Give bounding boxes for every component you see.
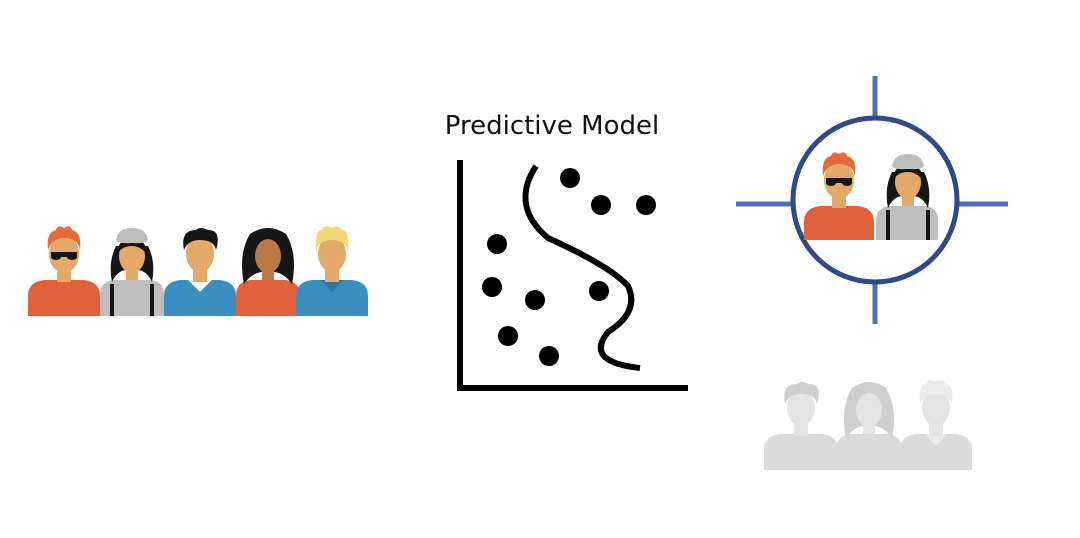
decision-boundary xyxy=(522,164,641,371)
target-ring xyxy=(790,115,960,285)
data-point xyxy=(539,346,559,366)
data-point xyxy=(636,195,656,215)
data-point xyxy=(487,234,507,254)
plot-axes xyxy=(457,160,688,391)
person-icon xyxy=(876,154,938,240)
not-targeted-people xyxy=(764,380,972,470)
person-icon xyxy=(236,228,300,316)
person-icon xyxy=(28,226,100,316)
person-icon xyxy=(804,152,874,240)
targeted-people xyxy=(804,152,938,240)
data-point xyxy=(482,277,502,297)
population-group xyxy=(28,226,368,316)
person-icon xyxy=(164,228,236,316)
data-point xyxy=(591,195,611,215)
person-icon xyxy=(764,382,838,470)
data-point xyxy=(525,290,545,310)
data-point xyxy=(498,326,518,346)
model-title: Predictive Model xyxy=(445,111,660,141)
predictive-model: Predictive Model xyxy=(445,111,688,391)
scatter-plot-icon xyxy=(457,160,688,391)
target-crosshair xyxy=(736,76,1008,324)
person-icon xyxy=(900,380,972,470)
person-icon xyxy=(836,382,902,470)
person-icon xyxy=(100,228,164,316)
person-icon xyxy=(296,226,368,316)
data-point xyxy=(560,168,580,188)
data-point xyxy=(589,281,609,301)
